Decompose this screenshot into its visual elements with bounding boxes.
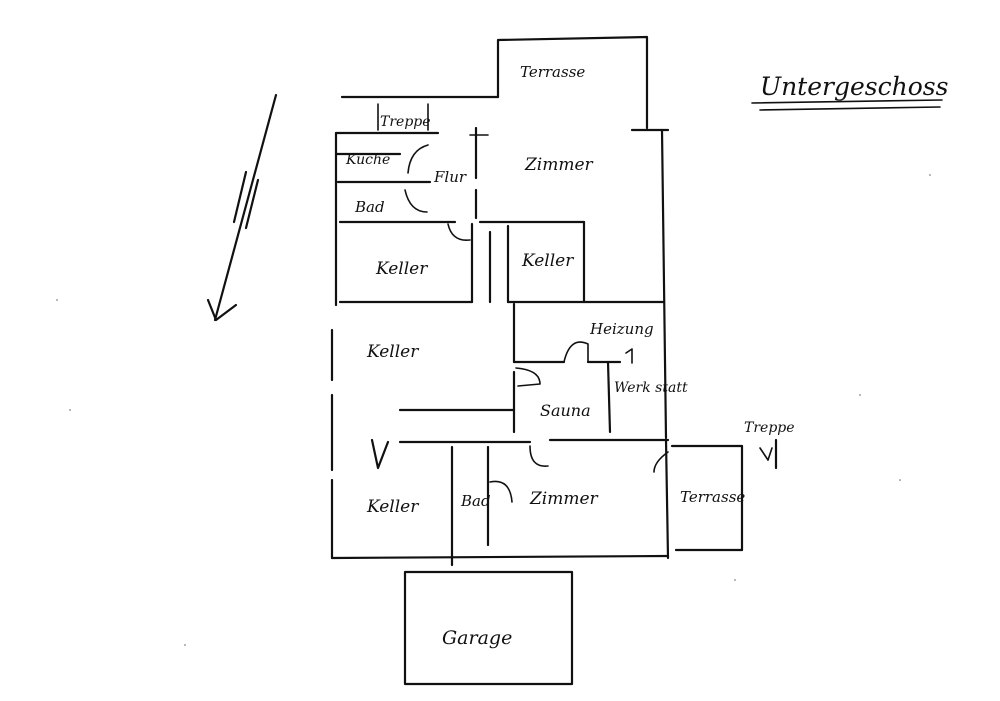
door-kitchen <box>407 144 429 174</box>
room-label-keller-3: Keller <box>366 342 419 362</box>
door-keller-1 <box>447 223 471 241</box>
walls <box>330 35 778 686</box>
room-label-bad-bottom: Bad <box>460 492 491 510</box>
door-bad-bottom <box>489 480 513 503</box>
door-heizung <box>563 341 589 363</box>
room-label-keller-2: Keller <box>521 251 574 271</box>
title-underline-1 <box>751 99 943 104</box>
room-label-werkstatt: Werk statt <box>614 380 688 396</box>
room-label-bad-top: Bad <box>354 198 385 216</box>
room-label-treppe-right: Treppe <box>744 420 795 436</box>
room-label-kueche: Küche <box>345 152 390 168</box>
room-labels: Terrasse Treppe Küche Flur Bad Zimmer Ke… <box>345 63 795 649</box>
north-arrow-icon <box>206 93 278 322</box>
door-bad <box>404 189 428 213</box>
room-label-zimmer-top: Zimmer <box>524 155 594 175</box>
page-title: Untergeschoss <box>760 72 948 101</box>
door-terrace <box>653 451 669 473</box>
room-label-treppe-top: Treppe <box>380 114 431 130</box>
room-label-sauna: Sauna <box>540 401 591 420</box>
room-label-garage: Garage <box>442 627 512 649</box>
room-label-flur: Flur <box>433 168 467 186</box>
scan-specks <box>56 174 931 646</box>
door-sauna <box>515 367 541 387</box>
room-label-heizung: Heizung <box>589 320 654 338</box>
title-underline-2 <box>759 106 941 111</box>
room-label-keller-4: Keller <box>366 497 419 517</box>
room-label-zimmer-bottom: Zimmer <box>529 489 599 509</box>
title-group: Untergeschoss <box>751 72 948 111</box>
room-label-keller-1: Keller <box>375 259 428 279</box>
room-label-terrasse-top: Terrasse <box>520 63 585 81</box>
door-sauna-bottom <box>529 445 549 467</box>
doors <box>404 144 669 503</box>
heizung-mark <box>625 348 633 364</box>
room-label-terrasse-right: Terrasse <box>680 488 745 506</box>
